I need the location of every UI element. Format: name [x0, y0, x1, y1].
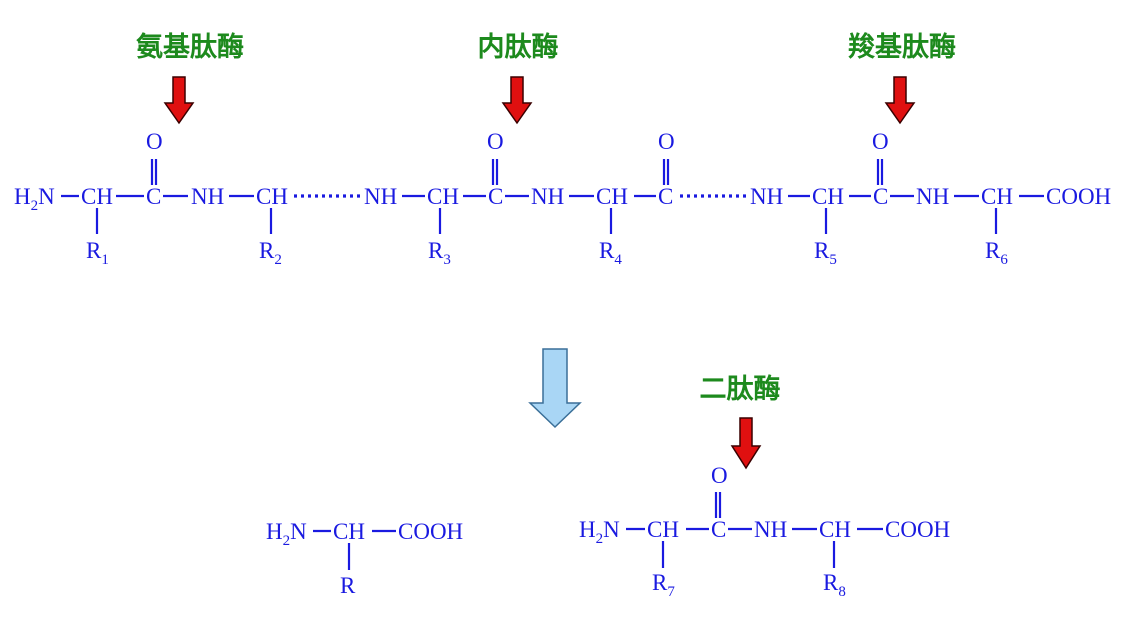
- dipeptide-amide-nh: NH: [754, 517, 787, 542]
- amino-acid-carboxyl-group: COOH: [398, 519, 463, 544]
- carbonyl-oxygen-4: O: [872, 129, 889, 154]
- amino-terminus: H2N: [14, 184, 55, 214]
- side-chain-r5: R5: [814, 238, 837, 268]
- alpha-carbon-2: CH: [256, 184, 288, 209]
- carbonyl-oxygen-1: O: [146, 129, 163, 154]
- alpha-carbon-6: CH: [981, 184, 1013, 209]
- side-chain-r3: R3: [428, 238, 451, 268]
- carbonyl-carbon-1: C: [146, 184, 161, 209]
- dipeptide-side-chain-r7: R7: [652, 570, 675, 600]
- carbonyl-carbon-3: C: [658, 184, 673, 209]
- amide-nh-1: NH: [191, 184, 224, 209]
- alpha-carbon-1: CH: [81, 184, 113, 209]
- carbonyl-oxygen-3: O: [658, 129, 675, 154]
- hydrolysis-process-arrow: [528, 348, 582, 429]
- carbonyl-carbon-2: C: [488, 184, 503, 209]
- alpha-carbon-4: CH: [596, 184, 628, 209]
- polypeptide-chain: H2N CH R1 C O NH CH R2 NH CH R3 C O NH C…: [14, 129, 1111, 268]
- amide-nh-5: NH: [916, 184, 949, 209]
- carboxyl-terminus: COOH: [1046, 184, 1111, 209]
- dipeptide-carboxyl-terminus: COOH: [885, 517, 950, 542]
- endopeptidase-label: 内肽酶: [478, 32, 559, 63]
- dipeptide-carbonyl-oxygen: O: [711, 463, 728, 488]
- dipeptide-alpha-carbon-1: CH: [647, 517, 679, 542]
- dipeptide-amino-terminus: H2N: [579, 517, 620, 547]
- dipeptidase-label: 二肽酶: [700, 374, 781, 405]
- amide-nh-2: NH: [364, 184, 397, 209]
- cleavage-arrow-aminopeptidase: [163, 76, 195, 125]
- amino-acid-amino-group: H2N: [266, 519, 307, 549]
- alpha-carbon-3: CH: [427, 184, 459, 209]
- cleavage-arrow-carboxypeptidase: [884, 76, 916, 125]
- carbonyl-oxygen-2: O: [487, 129, 504, 154]
- dipeptide-side-chain-r8: R8: [823, 570, 846, 600]
- side-chain-r2: R2: [259, 238, 282, 268]
- carbonyl-carbon-4: C: [873, 184, 888, 209]
- cleavage-arrow-dipeptidase: [730, 417, 762, 470]
- dipeptide-alpha-carbon-2: CH: [819, 517, 851, 542]
- side-chain-r4: R4: [599, 238, 622, 268]
- cleavage-arrow-endopeptidase: [501, 76, 533, 125]
- amide-nh-3: NH: [531, 184, 564, 209]
- amino-acid-alpha-carbon: CH: [333, 519, 365, 544]
- amide-nh-4: NH: [750, 184, 783, 209]
- carboxypeptidase-label: 羧基肽酶: [848, 31, 956, 63]
- side-chain-r1: R1: [86, 238, 109, 268]
- dipeptide: H2N CH R7 C O NH CH R8 COOH: [579, 463, 950, 600]
- aminopeptidase-label: 氨基肽酶: [136, 32, 244, 63]
- dipeptide-carbonyl-carbon: C: [711, 517, 726, 542]
- alpha-carbon-5: CH: [812, 184, 844, 209]
- side-chain-r6: R6: [985, 238, 1008, 268]
- amino-acid-side-chain-r: R: [340, 573, 356, 598]
- free-amino-acid: H2N CH R COOH: [266, 519, 463, 598]
